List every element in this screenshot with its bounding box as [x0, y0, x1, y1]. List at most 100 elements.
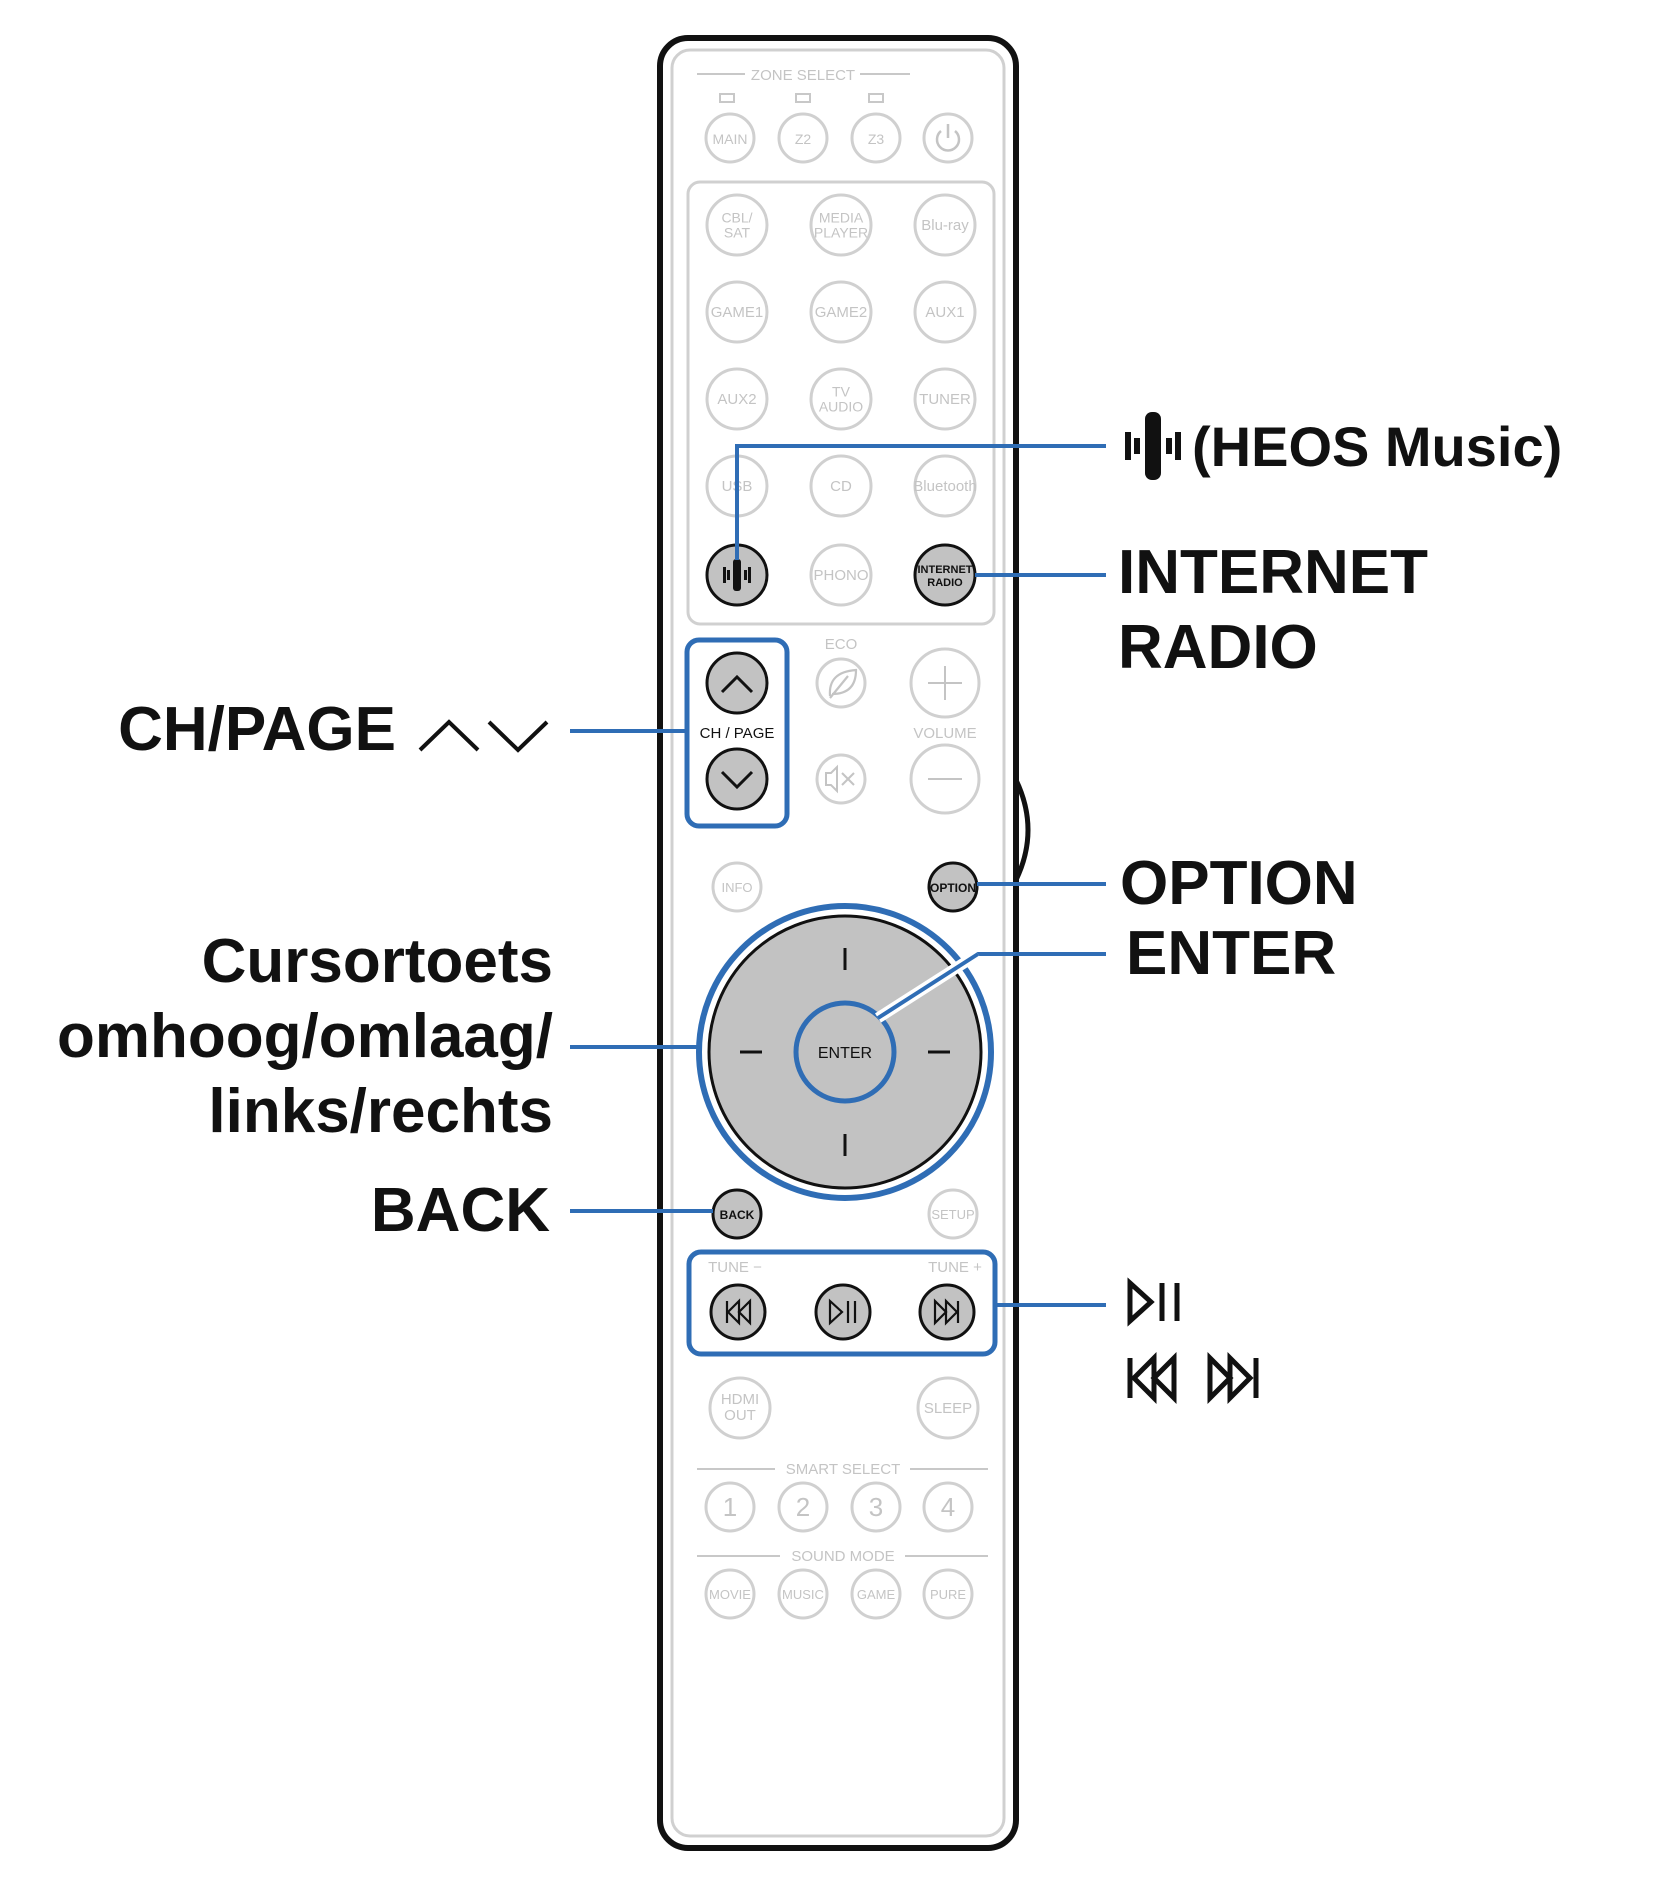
phono-button[interactable]: PHONO	[809, 543, 873, 607]
zone3-button[interactable]: Z3	[850, 112, 902, 164]
internet-radio-label-line2: RADIO	[927, 577, 963, 589]
setup-button[interactable]: SETUP	[927, 1188, 979, 1240]
game2-button[interactable]: GAME2	[809, 280, 873, 344]
eco-leaf-icon	[828, 668, 858, 699]
smart-select-4-button[interactable]: 4	[922, 1481, 974, 1533]
smart-select-3-label: 3	[869, 1492, 883, 1522]
cursor-callout-line1: Cursortoets	[202, 927, 553, 996]
volume-down-button[interactable]	[909, 743, 981, 815]
chevron-down-icon	[487, 720, 549, 753]
cd-button[interactable]: CD	[809, 454, 873, 518]
zone-select-label: ZONE SELECT	[751, 67, 855, 84]
heos-icon	[723, 559, 751, 591]
tuner-button[interactable]: TUNER	[913, 367, 977, 431]
heos-callout-icon	[1125, 412, 1181, 480]
sound-mode-pure-button[interactable]: PURE	[922, 1568, 974, 1620]
sound-mode-label: SOUND MODE	[791, 1548, 894, 1565]
cbl-sat-button[interactable]: CBL/SAT	[705, 193, 769, 257]
cursor-callout-line2: omhoog/omlaag/	[57, 1002, 553, 1071]
media-player-label-line2: PLAYER	[814, 225, 868, 241]
sleep-button[interactable]: SLEEP	[916, 1376, 980, 1440]
smart-select-2-label: 2	[796, 1492, 810, 1522]
ch-page-callout-chevrons	[418, 719, 549, 753]
back-button[interactable]: BACK	[711, 1188, 763, 1240]
zone2-button[interactable]: Z2	[777, 112, 829, 164]
info-button[interactable]: INFO	[711, 861, 763, 913]
smart-select-section: SMART SELECT	[697, 1461, 988, 1478]
mute-icon	[825, 764, 855, 794]
smart-select-2-button[interactable]: 2	[777, 1481, 829, 1533]
smart-select-label: SMART SELECT	[786, 1461, 900, 1478]
smart-select-3-button[interactable]: 3	[850, 1481, 902, 1533]
skip-forward-button[interactable]	[918, 1283, 976, 1341]
tv-audio-label-line2: AUDIO	[819, 399, 863, 415]
blu-ray-label: Blu-ray	[921, 217, 969, 234]
aux1-button[interactable]: AUX1	[913, 280, 977, 344]
input-select-block	[686, 180, 996, 626]
sound-mode-music-label: MUSIC	[782, 1587, 824, 1602]
sound-mode-game-label: GAME	[857, 1587, 896, 1602]
bluetooth-label: Bluetooth	[913, 478, 976, 495]
heos-music-button[interactable]	[705, 543, 769, 607]
tune-minus-label: TUNE −	[708, 1259, 762, 1276]
enter-button[interactable]: ENTER	[793, 1000, 897, 1104]
eco-button[interactable]	[815, 657, 867, 709]
game1-button[interactable]: GAME1	[705, 280, 769, 344]
cursor-callout-line3: links/rechts	[208, 1077, 553, 1146]
hdmi-out-button[interactable]: HDMI OUT	[708, 1376, 772, 1440]
chevron-up-icon	[418, 719, 480, 752]
enter-callout: ENTER	[1126, 919, 1336, 988]
skip-forward-icon	[933, 1298, 960, 1326]
sound-mode-music-button[interactable]: MUSIC	[777, 1568, 829, 1620]
sound-mode-movie-button[interactable]: MOVIE	[704, 1568, 756, 1620]
ch-page-down-button[interactable]	[705, 747, 769, 811]
chevron-down-icon	[720, 770, 754, 790]
ch-page-up-button[interactable]	[705, 651, 769, 715]
volume-up-button[interactable]	[909, 647, 981, 719]
heos-music-callout: (HEOS Music)	[1192, 415, 1562, 478]
smart-select-4-label: 4	[941, 1492, 955, 1522]
option-label: OPTION	[930, 881, 976, 895]
back-label: BACK	[720, 1208, 755, 1222]
internet-radio-label-line1: INTERNET	[918, 564, 973, 576]
blu-ray-button[interactable]: Blu-ray	[913, 193, 977, 257]
side-volume-bulge	[1013, 778, 1031, 882]
internet-radio-callout-line1: INTERNET	[1118, 538, 1428, 607]
info-label: INFO	[721, 880, 752, 895]
skip-back-callout-icon	[1127, 1351, 1177, 1405]
cbl-sat-label-line2: SAT	[724, 225, 751, 241]
sound-mode-movie-label: MOVIE	[709, 1587, 751, 1602]
back-callout: BACK	[371, 1176, 550, 1245]
ch-page-callout: CH/PAGE	[118, 695, 396, 764]
skip-back-button[interactable]	[709, 1283, 767, 1341]
mute-button[interactable]	[815, 753, 867, 805]
bluetooth-button[interactable]: Bluetooth	[913, 454, 977, 518]
ch-page-label: CH / PAGE	[700, 725, 775, 742]
play-pause-icon	[828, 1298, 857, 1326]
enter-label: ENTER	[818, 1045, 872, 1062]
main-zone-label: MAIN	[713, 131, 748, 147]
main-zone-button[interactable]: MAIN	[704, 112, 756, 164]
option-button[interactable]: OPTION	[927, 861, 979, 913]
internet-radio-button[interactable]: INTERNET RADIO	[913, 543, 977, 607]
aux1-label: AUX1	[925, 304, 964, 321]
heos-leader	[735, 444, 1106, 560]
enter-leader-segment	[876, 952, 980, 1020]
smart-select-1-button[interactable]: 1	[704, 1481, 756, 1533]
smart-select-row: 1 2 3 4	[704, 1481, 974, 1533]
power-button[interactable]	[922, 112, 974, 164]
chevron-up-icon	[720, 674, 754, 694]
aux2-label: AUX2	[717, 391, 756, 408]
play-pause-callout-icon	[1127, 1277, 1180, 1327]
phono-label: PHONO	[813, 567, 868, 584]
eco-label: ECO	[825, 636, 858, 653]
aux2-button[interactable]: AUX2	[705, 367, 769, 431]
sound-mode-game-button[interactable]: GAME	[850, 1568, 902, 1620]
game2-label: GAME2	[815, 304, 868, 321]
play-pause-button[interactable]	[814, 1283, 872, 1341]
power-icon	[935, 124, 961, 152]
zone3-label: Z3	[868, 131, 885, 147]
